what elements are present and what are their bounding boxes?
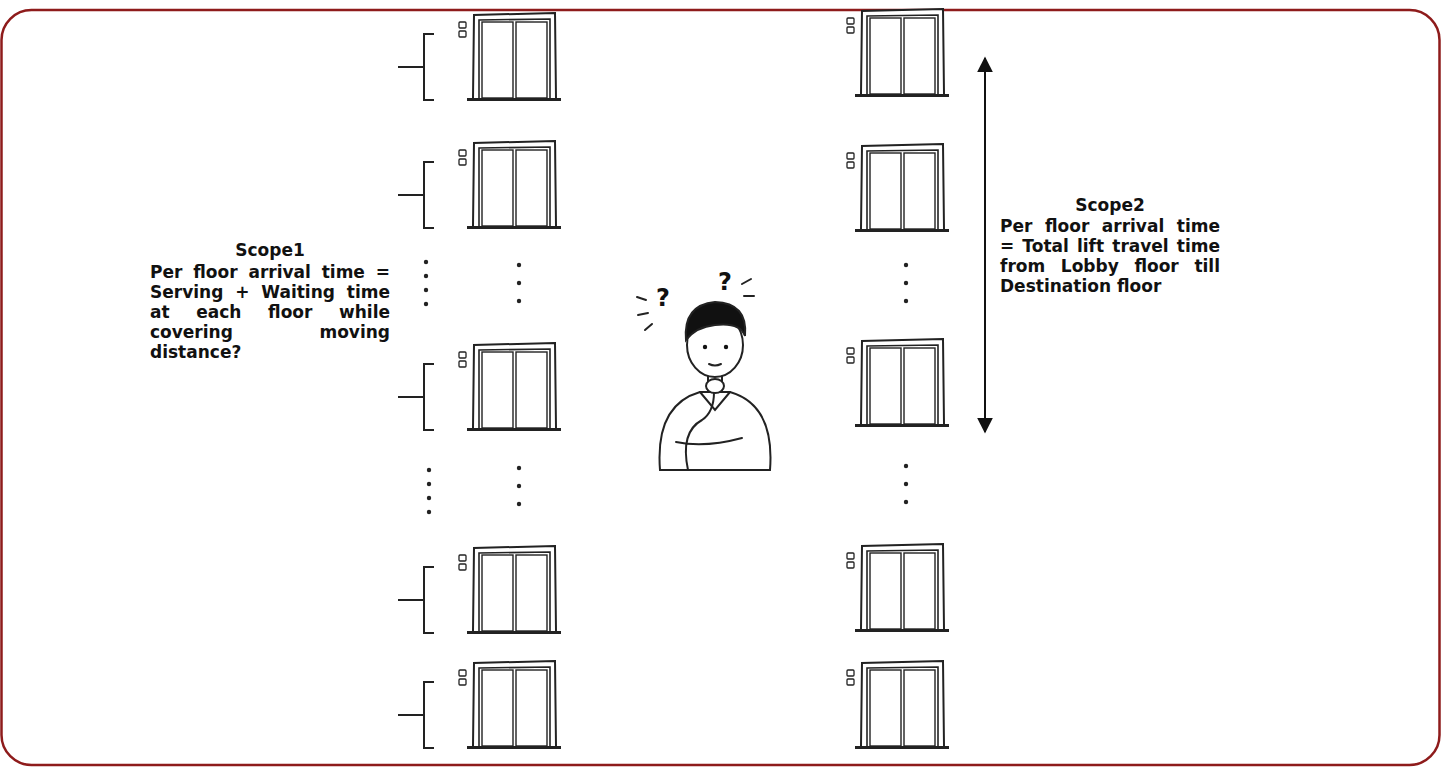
scope-description: Per floor arrival time = Serving + Waiti… xyxy=(150,262,390,362)
lift-icon xyxy=(847,144,949,231)
scope-heading: Scope2 xyxy=(1000,195,1220,215)
bracket xyxy=(398,567,434,633)
bracket xyxy=(398,682,434,748)
scope-heading: Scope1 xyxy=(150,240,390,260)
frame-border xyxy=(2,10,1440,765)
lift-icon xyxy=(459,141,561,228)
ellipsis-dots xyxy=(424,260,908,514)
lift-icon xyxy=(847,9,949,96)
lift-icon xyxy=(847,661,949,748)
lift-icon xyxy=(459,13,561,100)
lift-icon xyxy=(459,661,561,748)
floor-brackets xyxy=(398,34,434,748)
bracket xyxy=(398,364,434,430)
lift-icon xyxy=(459,343,561,430)
lift-icon xyxy=(847,544,949,631)
left-lift-column xyxy=(459,13,561,748)
scope-description: Per floor arrival time = Total lift trav… xyxy=(1000,216,1220,296)
bracket xyxy=(398,162,434,228)
span-arrow xyxy=(984,58,986,432)
right-lift-column xyxy=(847,9,949,748)
thinking-person xyxy=(637,279,771,470)
question-mark: ? xyxy=(656,284,670,312)
lift-icon xyxy=(847,339,949,426)
question-mark: ? xyxy=(718,268,732,296)
bracket xyxy=(398,34,434,100)
lift-icon xyxy=(459,546,561,633)
